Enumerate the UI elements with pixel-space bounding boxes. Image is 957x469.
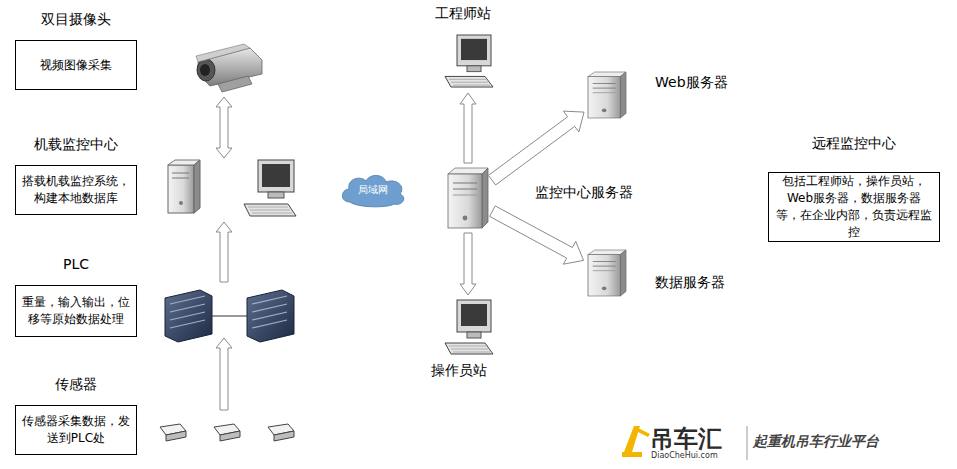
icon-label: Web服务器 xyxy=(655,74,728,92)
plc-icon xyxy=(165,290,294,342)
box-heading: 机载监控中心 xyxy=(0,136,166,154)
server-node: Web服务器 xyxy=(588,72,626,118)
sensor-icon xyxy=(160,424,294,441)
box-heading: 远程监控中心 xyxy=(739,135,957,153)
box-text: 包括工程师站，操作员站，Web服务器，数据服务器等，在企业内部，负责远程监控 xyxy=(775,173,933,241)
process-box: 传感器传感器采集数据，发送到PLC处 xyxy=(15,405,137,455)
server-icon xyxy=(448,168,488,228)
icon-label: 监控中心服务器 xyxy=(535,184,633,202)
watermark-brand: 吊车汇 xyxy=(650,423,722,455)
server-node: 数据服务器 xyxy=(588,250,626,296)
box-heading: 传感器 xyxy=(0,376,166,394)
process-box: 远程监控中心包括工程师站，操作员站，Web服务器，数据服务器等，在企业内部，负责… xyxy=(768,172,940,242)
pc-icon xyxy=(244,160,296,216)
watermark-url: DiaoCheHui.com xyxy=(651,451,718,460)
box-heading: PLC xyxy=(0,256,166,272)
box-heading: 双目摄像头 xyxy=(0,11,166,29)
process-box: 双目摄像头视频图像采集 xyxy=(15,40,137,90)
network-cloud: 局域网 xyxy=(338,172,408,208)
icon-label: 操作员站 xyxy=(431,362,487,380)
cloud-label: 局域网 xyxy=(358,183,388,197)
box-text: 搭载机载监控系统，构建本地数据库 xyxy=(22,173,130,207)
icon-label: 工程师站 xyxy=(435,5,491,23)
box-text: 传感器采集数据，发送到PLC处 xyxy=(22,413,130,447)
server-node: 监控中心服务器 xyxy=(448,168,488,228)
process-box: PLC重量，输入输出，位移等原始数据处理 xyxy=(15,285,137,337)
server-icon xyxy=(168,160,200,213)
block-arrow xyxy=(460,233,476,295)
block-arrow xyxy=(490,206,584,264)
block-arrow xyxy=(216,97,232,410)
process-box: 机载监控中心搭载机载监控系统，构建本地数据库 xyxy=(15,165,137,215)
server-icon xyxy=(588,250,626,296)
box-text: 重量，输入输出，位移等原始数据处理 xyxy=(22,294,130,328)
box-text: 视频图像采集 xyxy=(40,57,112,74)
server-icon xyxy=(588,72,626,118)
camera-icon xyxy=(196,44,262,92)
pc-node: 工程师站 xyxy=(443,35,493,88)
icon-label: 数据服务器 xyxy=(655,274,725,292)
pc-node: 操作员站 xyxy=(443,300,493,355)
block-arrow xyxy=(460,93,476,163)
block-arrow xyxy=(488,111,584,185)
pc-icon xyxy=(443,300,493,355)
watermark-slogan: 起重机吊车行业平台 xyxy=(753,433,879,451)
pc-icon xyxy=(443,35,493,88)
